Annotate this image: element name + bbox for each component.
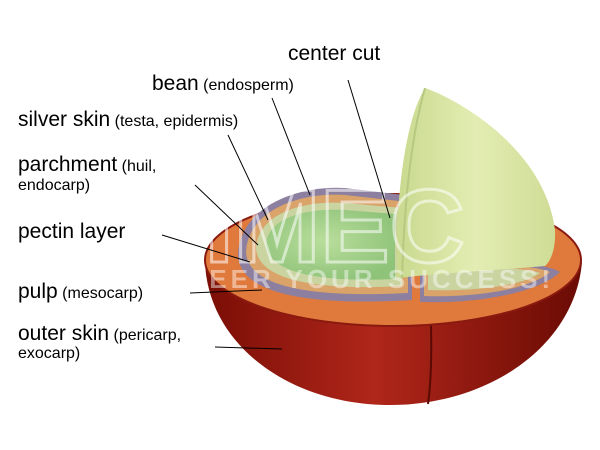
leader-parchment (194, 184, 259, 246)
label-parchment-line2: endocarp) (18, 177, 90, 195)
center-cut-edge (401, 87, 426, 279)
watermark-brand: SIMEC (135, 169, 464, 285)
leader-pectin-layer (161, 234, 251, 263)
label-bean: bean (endosperm) (152, 72, 294, 95)
center-cut-text: center cut (288, 42, 381, 65)
silver-skin-text: silver skin (18, 108, 111, 131)
parchment-text: parchment (18, 153, 118, 176)
leader-silver-skin (227, 134, 269, 221)
leader-pulp (189, 289, 263, 294)
leader-center-cut (347, 79, 391, 219)
outer-skin-sub-text-2: exocarp) (18, 345, 81, 362)
watermark-slogan: WE ENGINEER YOUR SUCCESS! (46, 264, 554, 294)
bean-text: bean (152, 72, 199, 95)
label-silver-skin: silver skin (testa, epidermis) (18, 108, 238, 131)
label-pectin-layer: pectin layer (18, 220, 125, 243)
center-cut-half (396, 88, 556, 278)
pectin-layer-text: pectin layer (18, 220, 126, 243)
outer-skin-text: outer skin (18, 322, 110, 345)
pulp-text: pulp (18, 280, 58, 303)
bean-sub-text: (endosperm) (203, 77, 294, 94)
bean-groove (299, 248, 386, 271)
label-center-cut: center cut (288, 42, 380, 65)
label-pulp: pulp (mesocarp) (18, 280, 143, 303)
leader-outer-skin (214, 346, 283, 350)
pulp-sub-text: (mesocarp) (62, 285, 144, 302)
label-parchment: parchment (huil, (18, 153, 156, 176)
outer-skin-sub-text-1: (pericarp, (113, 327, 182, 344)
parchment-sub-text-1: (huil, (121, 158, 157, 175)
parchment-sub-text-2: endocarp) (18, 177, 91, 194)
label-outer-skin-line2: exocarp) (18, 345, 80, 363)
label-outer-skin: outer skin (pericarp, (18, 322, 181, 345)
silver-skin-sub-text: (testa, epidermis) (114, 113, 239, 130)
leader-bean (271, 97, 311, 196)
